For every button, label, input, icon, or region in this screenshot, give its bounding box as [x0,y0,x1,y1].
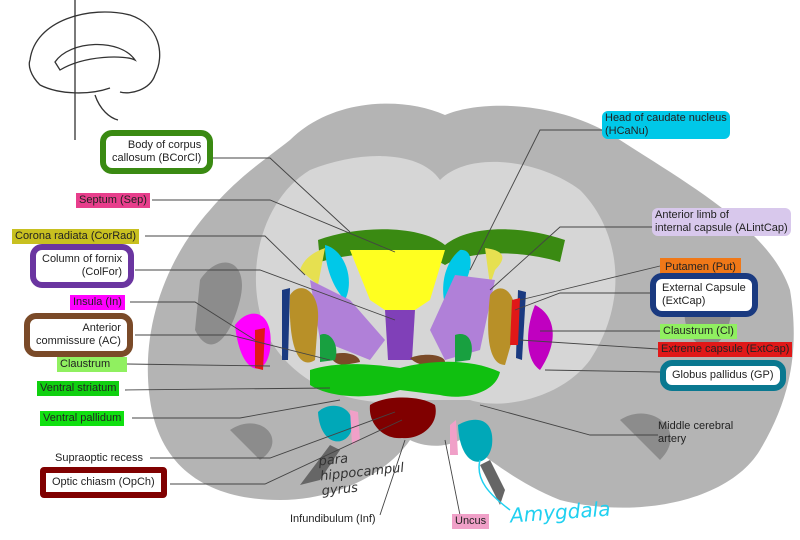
parahippocampal-left [300,445,340,485]
label-column-fornix: Column of fornix (ColFor) [30,244,135,288]
label-ventral-pallidum: Ventral pallidum [40,411,125,426]
label-globus-pallidus: Globus pallidus (GP) [660,360,786,391]
fornix-region [385,310,415,360]
uncus-right [450,420,458,455]
internal-capsule-right [430,275,495,360]
label-middle-cerebral-artery: Middle cerebral artery [658,420,734,445]
uncus-left [350,410,360,445]
label-text: Body of corpus callosum (BCorCl) [112,139,202,164]
extreme-capsule-right [510,298,520,345]
handwritten-parahippocampal-gyrus: para hippocampul gyrus [317,451,405,500]
label-putamen: Putamen (Put) [660,258,741,277]
globus-pallidus-right [455,334,472,362]
sagittal-inset-sketch [28,0,161,140]
amygdala-ink-line [478,459,511,511]
label-infundibulum: Infundibulum (Inf) [290,513,376,525]
optic-chiasm-region [369,397,436,439]
label-external-capsule: External Capsule (ExtCap) [650,273,758,317]
label-optic-chiasm: Optic chiasm (OpCh) [40,467,167,498]
ventral-striatum-region [310,361,500,397]
amygdala-right [458,419,493,462]
label-uncus: Uncus [452,514,490,529]
label-corona-radiata: Corona radiata (CorRad) [12,229,140,244]
extreme-capsule-left [255,328,265,370]
label-insula: Insula (In) [70,295,125,310]
colored-regions [235,229,565,511]
label-supraoptic-recess: Supraoptic recess [55,452,144,464]
label-text: Column of fornix (ColFor) [42,253,123,278]
putamen-left [289,288,319,363]
label-septum: Septum (Sep) [76,193,150,208]
corpus-callosum-region [318,229,565,265]
label-text: Anterior commissure (AC) [36,322,121,347]
insula-right [528,305,553,370]
amygdala-left [318,405,353,442]
septum-yellow-region [350,250,445,320]
label-claustrum-left: Claustrum [57,357,127,372]
anterior-commissure-left [330,352,360,365]
parahippocampal-right [480,460,505,505]
label-claustrum-right: Claustrum (Cl) [660,324,737,339]
label-ventral-striatum: Ventral striatum [37,381,120,396]
label-extreme-capsule: Extreme capsule (ExtCap) [658,342,793,357]
corona-radiata-left [300,248,325,285]
leader-lines [124,129,661,516]
label-text: External Capsule (ExtCap) [662,282,746,307]
globus-pallidus-left [320,334,337,362]
external-capsule-left [282,288,290,360]
label-anterior-limb-internal-capsule: Anterior limb of internal capsule (ALint… [652,208,791,236]
label-head-caudate: Head of caudate nucleus (HCaNu) [602,111,730,139]
label-body-corpus-callosum: Body of corpus callosum (BCorCl) [100,130,214,174]
corona-radiata-right [485,248,503,285]
putamen-right [488,288,516,365]
caudate-left [325,245,349,300]
label-anterior-commissure: Anterior commissure (AC) [24,313,133,357]
